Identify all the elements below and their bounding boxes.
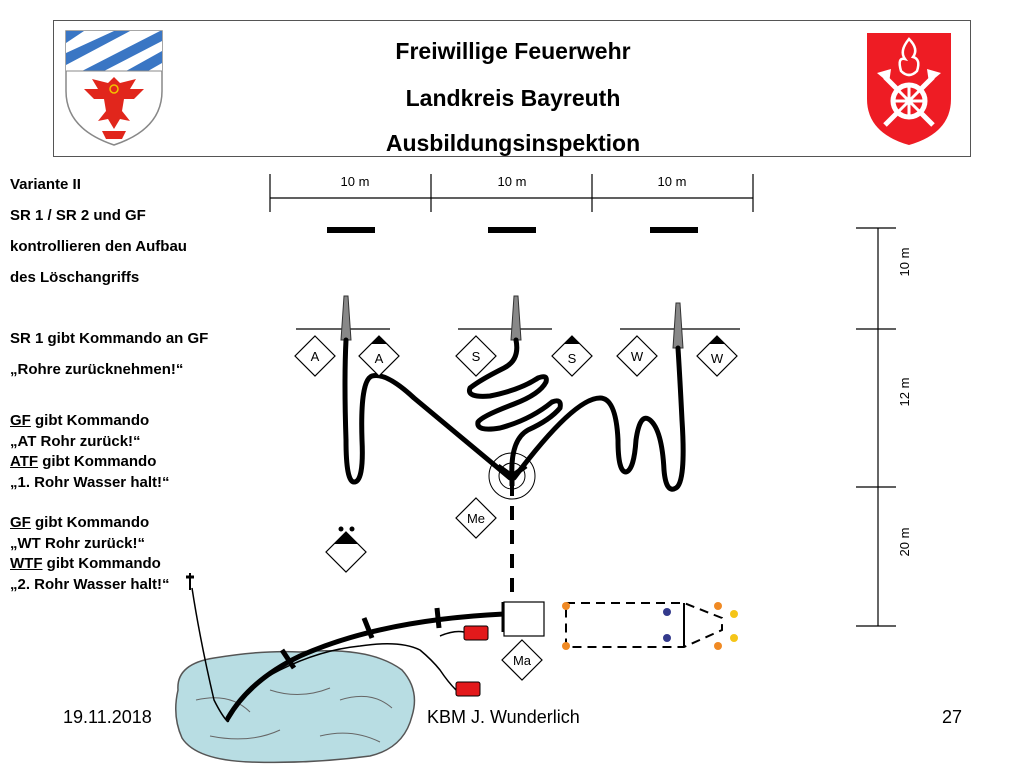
troop-marker bbox=[455, 335, 497, 377]
target-marker bbox=[650, 227, 698, 233]
top-dimension-label: 10 m bbox=[658, 174, 687, 189]
sidebar-line-5: „Rohre zurücknehmen!“ bbox=[10, 361, 184, 378]
role-atf: ATF bbox=[10, 453, 39, 470]
footer-author: KBM J. Wunderlich bbox=[427, 707, 580, 727]
fire-brigade-emblem-icon bbox=[867, 33, 951, 145]
command-text: gibt Kommando bbox=[42, 555, 161, 572]
role-gf: GF bbox=[10, 412, 31, 429]
water-source-pond bbox=[175, 650, 416, 764]
machinist-label: Ma bbox=[513, 653, 532, 668]
messenger-marker bbox=[455, 497, 497, 539]
machinist-marker bbox=[501, 639, 543, 681]
nozzle-icon bbox=[340, 295, 352, 341]
command-line: GF gibt Kommando bbox=[10, 514, 149, 531]
crew-seats bbox=[562, 602, 738, 650]
role-gf: GF bbox=[10, 514, 31, 531]
troop-marker-leader bbox=[551, 335, 593, 377]
hose-line-left bbox=[342, 337, 513, 485]
right-dimension-label: 20 m bbox=[897, 528, 912, 557]
equipment-box-icon bbox=[455, 681, 481, 697]
troop-label: S bbox=[568, 351, 577, 366]
role-wtf: WTF bbox=[10, 555, 43, 572]
right-dimension-label: 12 m bbox=[897, 378, 912, 407]
command-quote: „WT Rohr zurück!“ bbox=[10, 535, 145, 552]
sidebar-line-4: SR 1 gibt Kommando an GF bbox=[10, 330, 209, 347]
troop-marker-leader bbox=[696, 335, 738, 377]
top-dimension-label: 10 m bbox=[498, 174, 527, 189]
right-dimension-scale bbox=[856, 227, 896, 627]
troop-label: S bbox=[472, 349, 481, 364]
top-dimension-scale bbox=[269, 174, 754, 212]
nozzle-icon bbox=[672, 302, 684, 349]
messenger-label: Me bbox=[467, 511, 485, 526]
distributor-icon bbox=[488, 452, 536, 500]
troop-label: A bbox=[311, 349, 320, 364]
title-line-3: Ausbildungsinspektion bbox=[385, 130, 641, 156]
title-line-1: Freiwillige Feuerwehr bbox=[395, 38, 631, 64]
rope-lines bbox=[191, 587, 465, 723]
command-quote: „2. Rohr Wasser halt!“ bbox=[10, 576, 170, 593]
command-text: gibt Kommando bbox=[30, 514, 150, 531]
target-marker bbox=[327, 227, 375, 233]
troop-label: W bbox=[711, 351, 724, 366]
hose-line-right bbox=[511, 345, 686, 492]
district-coat-of-arms-icon bbox=[65, 30, 163, 146]
nozzle-icon bbox=[510, 295, 522, 341]
sidebar-line-3: des Löschangriffs bbox=[10, 269, 140, 286]
hose-line-middle bbox=[466, 337, 563, 481]
pump-icon bbox=[503, 601, 545, 637]
sidebar-line-1: SR 1 / SR 2 und GF bbox=[10, 207, 146, 224]
command-line: ATF gibt Kommando bbox=[10, 453, 156, 470]
footer-page-number: 27 bbox=[942, 707, 963, 727]
sidebar-line-2: kontrollieren den Aufbau bbox=[10, 238, 187, 255]
command-text: gibt Kommando bbox=[38, 453, 157, 470]
command-quote: „1. Rohr Wasser halt!“ bbox=[10, 474, 170, 491]
troop-label: W bbox=[631, 349, 644, 364]
command-quote: „AT Rohr zurück!“ bbox=[10, 433, 141, 450]
title-line-2: Landkreis Bayreuth bbox=[405, 85, 621, 111]
variant-label: Variante II bbox=[10, 176, 81, 193]
right-dimension-label: 10 m bbox=[897, 248, 912, 277]
troop-marker-leader bbox=[358, 335, 400, 377]
troop-marker bbox=[294, 335, 336, 377]
title-banner: Freiwillige Feuerwehr Landkreis Bayreuth… bbox=[53, 20, 971, 157]
troop-marker bbox=[616, 335, 658, 377]
fire-vehicle-outline bbox=[565, 602, 723, 648]
equipment-box-icon bbox=[463, 625, 489, 641]
troop-label: A bbox=[375, 351, 384, 366]
command-line: WTF gibt Kommando bbox=[10, 555, 161, 572]
command-line: GF gibt Kommando bbox=[10, 412, 149, 429]
top-dimension-label: 10 m bbox=[341, 174, 370, 189]
footer-date: 19.11.2018 bbox=[63, 707, 152, 727]
target-marker bbox=[488, 227, 536, 233]
command-text: gibt Kommando bbox=[30, 412, 150, 429]
